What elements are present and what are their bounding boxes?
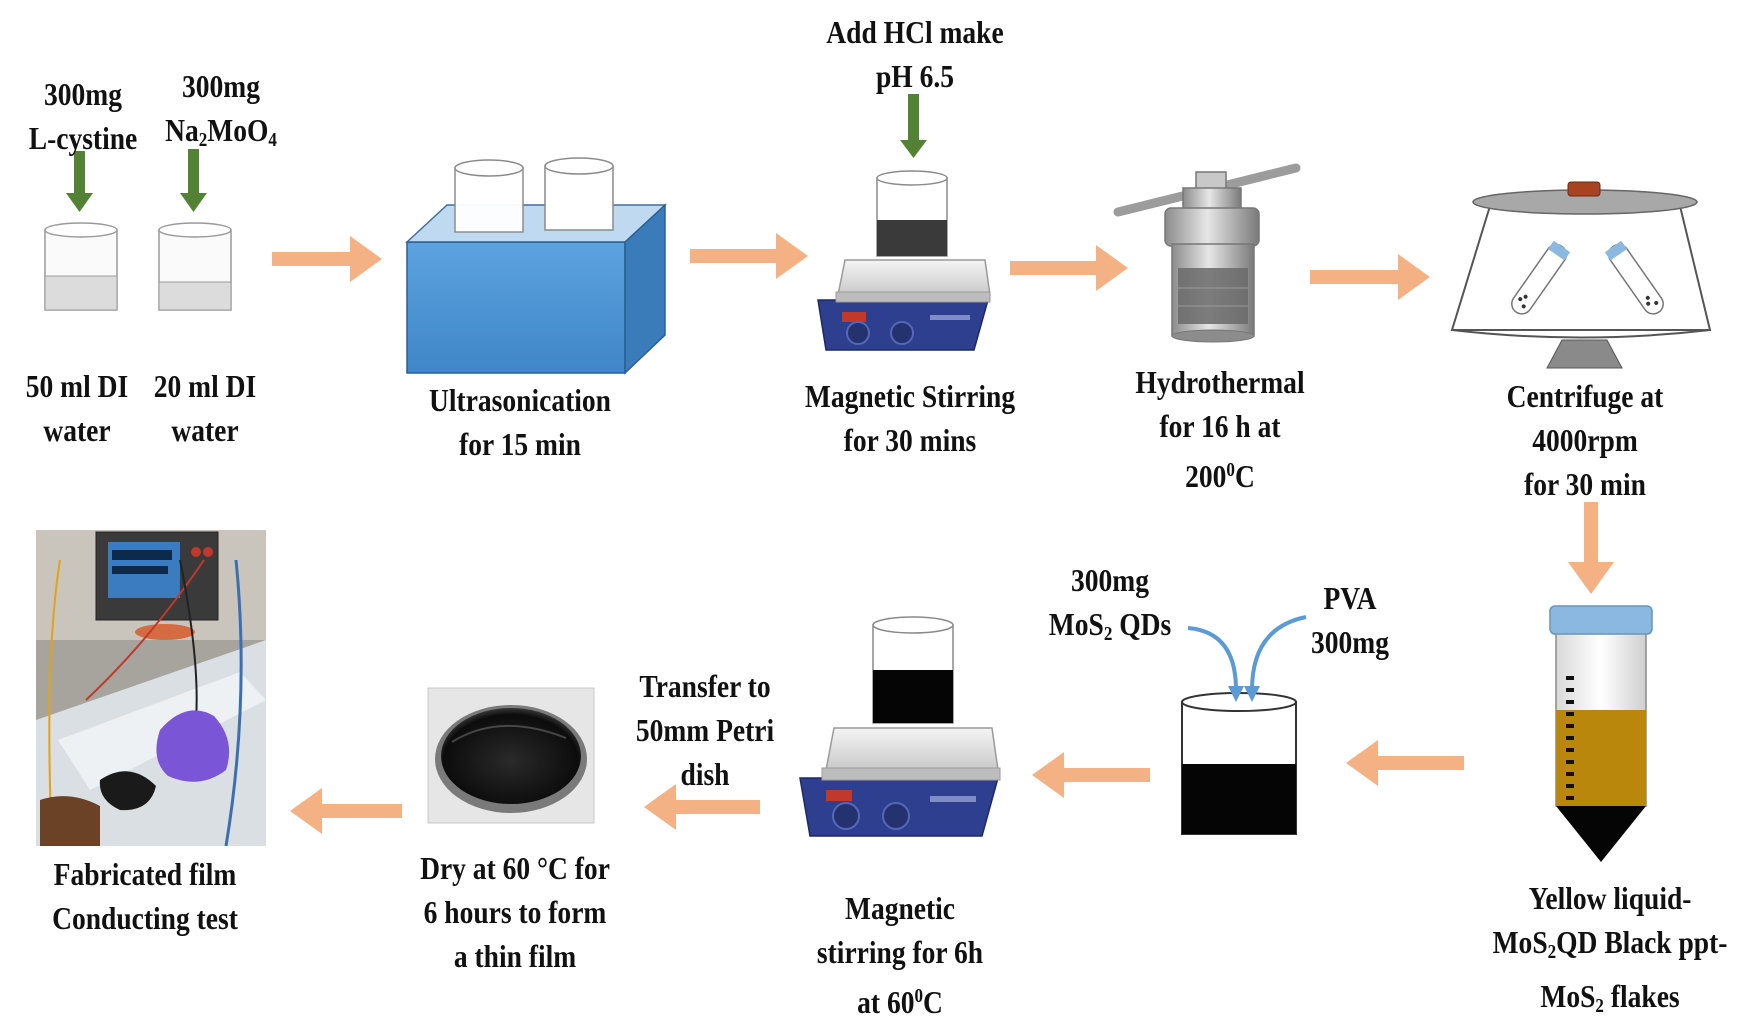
process-arrow-left-icon: [1032, 752, 1150, 798]
centrifuge-line-1: Centrifuge at: [1506, 378, 1664, 414]
stirring2-line-3: at 600C: [857, 983, 943, 1020]
lcystine-amount: 300mg: [44, 76, 122, 112]
beaker2-solvent: water: [171, 412, 239, 448]
lcystine-label: 300mg L-cystine: [19, 72, 148, 160]
process-arrow-right-icon: [1010, 245, 1128, 291]
process-arrow-left-icon: [1346, 740, 1464, 786]
hydrothermal-line-3: 2000C: [1185, 457, 1255, 494]
tube-line-2: MoS2QD Black ppt-: [1492, 924, 1728, 963]
beaker1-label: 50 ml DI water: [13, 364, 142, 452]
hotplate-stirrer-icon: [817, 170, 991, 351]
conducting-test-image: [36, 530, 266, 847]
namoo4-amount: 300mg: [182, 68, 260, 104]
process-arrow-right-icon: [272, 236, 382, 282]
stirring2-line-1: Magnetic: [844, 890, 956, 926]
hydrothermal-line-1: Hydrothermal: [1135, 364, 1305, 400]
petri-dish-image: [427, 687, 595, 824]
dry-label: Dry at 60 °C for 6 hours to form a thin …: [403, 846, 627, 978]
tube-line-3: MoS2 flakes: [1540, 977, 1680, 1017]
centrifuge-line-3: for 30 min: [1524, 466, 1646, 502]
dry-line-2: 6 hours to form: [423, 894, 607, 930]
ultrasonication-label: Ultrasonication for 15 min: [417, 378, 623, 466]
add-arrow-icon: [900, 94, 927, 158]
petri-line-2: 50mm Petri: [635, 712, 775, 748]
hcl-line-2: pH 6.5: [876, 58, 954, 94]
tube-line-1: Yellow liquid-: [1528, 880, 1692, 916]
pva-label: PVA 300mg: [1298, 576, 1401, 664]
beaker-icon: [876, 170, 948, 257]
beaker1-solvent: water: [43, 412, 111, 448]
pva-name: PVA: [1323, 580, 1377, 616]
beaker-icon: [158, 222, 232, 311]
hydrothermal-label: Hydrothermal for 16 h at 2000C: [1117, 360, 1323, 498]
hcl-line-1: Add HCl make: [826, 14, 1004, 50]
stirring1-line-1: Magnetic Stirring: [804, 378, 1016, 414]
beaker1-volume: 50 ml DI: [25, 368, 129, 404]
ultrasonication-line-2: for 15 min: [459, 426, 581, 462]
beaker2-volume: 20 ml DI: [153, 368, 257, 404]
stirring1-label: Magnetic Stirring for 30 mins: [790, 374, 1031, 462]
beaker-icon: [544, 157, 614, 231]
process-arrow-down-icon: [1568, 502, 1614, 594]
stirring2-label: Magnetic stirring for 6h at 600C: [805, 886, 994, 1024]
petri-line-3: dish: [680, 756, 730, 792]
test-tube-icon: [1604, 240, 1664, 315]
process-arrow-right-icon: [690, 233, 808, 279]
stirring1-line-2: for 30 mins: [843, 422, 977, 458]
process-arrow-left-icon: [290, 788, 402, 834]
mix-arrow-icon: [1244, 615, 1307, 702]
ultrasonic-bath-icon: [405, 157, 667, 375]
ultrasonication-line-1: Ultrasonication: [429, 382, 611, 418]
mos2-amount: 300mg: [1071, 562, 1149, 598]
film-line-2: Conducting test: [52, 900, 238, 936]
beaker-icon: [872, 616, 954, 724]
add-arrow-icon: [180, 149, 207, 212]
test-tube-icon: [1511, 240, 1571, 315]
beaker-icon: [44, 222, 118, 311]
mix-arrow-icon: [1187, 626, 1244, 702]
centrifuge-line-2: 4000rpm: [1532, 422, 1638, 458]
beaker-icon: [454, 159, 524, 233]
namoo4-formula: Na2MoO4: [165, 112, 277, 151]
process-arrows: [272, 233, 1614, 834]
dry-line-3: a thin film: [453, 938, 577, 974]
autoclave-icon: [1113, 163, 1301, 343]
film-label: Fabricated film Conducting test: [33, 852, 257, 940]
hotplate-stirrer-icon: [799, 616, 1001, 837]
centrifuge-icon: [1450, 181, 1712, 369]
lcystine-name: L-cystine: [28, 120, 138, 156]
petri-label: Transfer to 50mm Petri dish: [615, 664, 796, 796]
beaker2-label: 20 ml DI water: [141, 364, 270, 452]
beaker-icon: [1181, 692, 1297, 835]
namoo4-label: 300mg Na2MoO4: [157, 64, 286, 162]
process-arrow-left-icon: [644, 784, 760, 830]
tube-label: Yellow liquid- MoS2QD Black ppt- MoS2 fl…: [1481, 876, 1739, 1028]
mos2-label: 300mg MoS2 QDs: [1041, 558, 1179, 656]
hydrothermal-line-2: for 16 h at: [1159, 408, 1281, 444]
hcl-label: Add HCl make pH 6.5: [816, 10, 1014, 98]
petri-line-1: Transfer to: [639, 668, 771, 704]
falcon-tube-icon: [1549, 605, 1653, 862]
centrifuge-label: Centrifuge at 4000rpm for 30 min: [1478, 374, 1693, 506]
add-arrow-icon: [66, 151, 93, 212]
mos2-name: MoS2 QDs: [1048, 606, 1172, 645]
film-line-1: Fabricated film: [53, 856, 237, 892]
stirring2-line-2: stirring for 6h: [816, 934, 984, 970]
process-arrow-right-icon: [1310, 254, 1430, 300]
pva-amount: 300mg: [1311, 624, 1389, 660]
dry-line-1: Dry at 60 °C for: [420, 850, 610, 886]
